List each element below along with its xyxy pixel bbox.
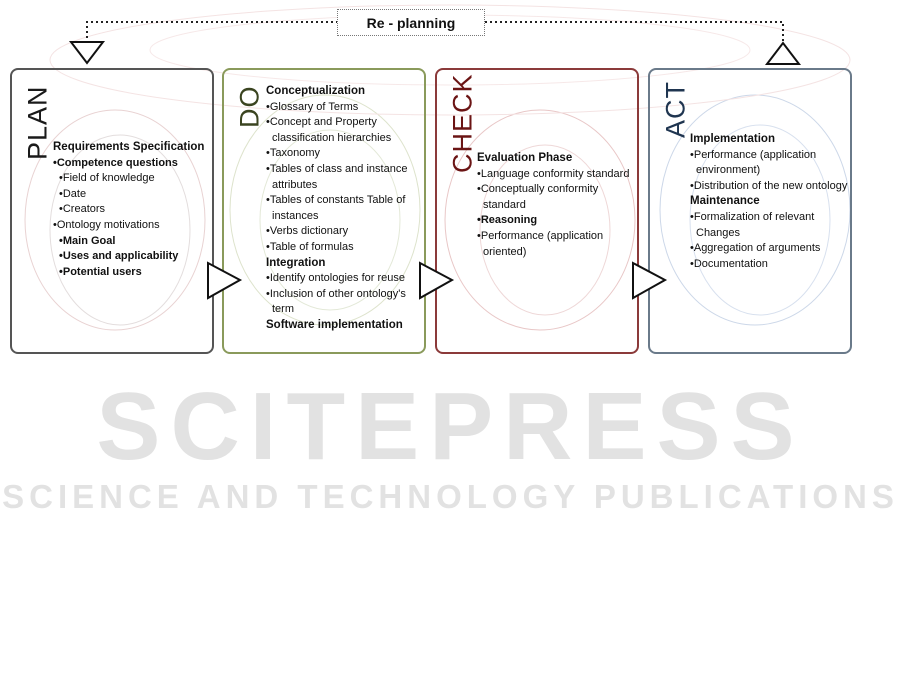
watermark-title: SCITEPRESS <box>96 373 805 480</box>
arrow-right-icon <box>419 261 455 300</box>
section-heading: Evaluation Phase <box>477 152 573 164</box>
arrow-right-icon <box>207 261 243 300</box>
up-arrow-icon <box>764 41 802 65</box>
plan-panel: PLAN Requirements Specification•Competen… <box>10 68 214 354</box>
watermark-subtitle: SCIENCE AND TECHNOLOGY PUBLICATIONS <box>2 478 899 515</box>
bullet-item: •Distribution of the new ontology <box>690 179 848 192</box>
do-content: Conceptualization •Glossary of Terms •Conc… <box>264 84 424 334</box>
section-heading: Maintenance <box>690 195 760 208</box>
section-heading: Software implementation <box>266 318 403 331</box>
bullet-item: •Ontology motivations <box>53 218 160 231</box>
bullet-item: •Conceptually conformity standard <box>477 183 599 211</box>
act-content: Implementation •Performance (application … <box>688 132 848 272</box>
replanning-label: Re - planning <box>337 9 485 36</box>
bullet-item: •Language conformity standard <box>477 167 630 180</box>
bullet-item: •Performance (application environment) <box>690 148 817 177</box>
bullet-item: •Performance (application oriented) <box>477 229 604 258</box>
bullet-item: •Documentation <box>690 257 768 270</box>
bullet-item: •Tables of constants Table of instances <box>266 194 406 222</box>
section-heading: Implementation <box>690 133 775 145</box>
act-panel: ACT Implementation•Performance (applicat… <box>648 68 852 354</box>
bullet-item: •Uses and applicability <box>59 250 179 263</box>
bullet-item: •Inclusion of other ontology's term <box>266 287 406 316</box>
bullet-item: •Main Goal <box>59 234 116 247</box>
bullet-item: •Aggregation of arguments <box>690 242 821 255</box>
plan-content: Requirements Specification •Competence qu… <box>51 140 217 280</box>
arrow-right-icon <box>632 261 668 300</box>
bullet-item: •Potential users <box>59 265 142 278</box>
bullet-item: •Creators <box>59 203 106 216</box>
bullet-item: •Table of formulas <box>266 240 354 253</box>
section-heading: Requirements Specification <box>53 141 205 153</box>
bullet-item: •Field of knowledge <box>59 172 155 185</box>
down-arrow-icon <box>68 41 106 65</box>
bullet-item: •Formalization of relevant Changes <box>690 210 815 239</box>
bullet-item: •Competence questions <box>53 156 178 169</box>
bullet-item: •Tables of class and instance attributes <box>266 162 408 191</box>
section-heading: Integration <box>266 256 326 269</box>
bullet-item: •Identify ontologies for reuse <box>266 272 405 285</box>
bullet-item: •Reasoning <box>477 214 538 227</box>
bullet-item: •Date <box>59 187 87 200</box>
bullet-item: •Concept and Property classification hie… <box>266 116 392 144</box>
check-panel: CHECK Evaluation Phase•Language conformi… <box>435 68 639 354</box>
bullet-item: •Glossary of Terms <box>266 100 359 113</box>
do-panel: DO Conceptualization•Glossary of Terms•C… <box>222 68 426 354</box>
bullet-item: •Taxonomy <box>266 147 320 160</box>
section-heading: Conceptualization <box>266 85 366 97</box>
check-content: Evaluation Phase •Language conformity sta… <box>475 151 635 260</box>
bullet-item: •Verbs dictionary <box>266 225 349 238</box>
